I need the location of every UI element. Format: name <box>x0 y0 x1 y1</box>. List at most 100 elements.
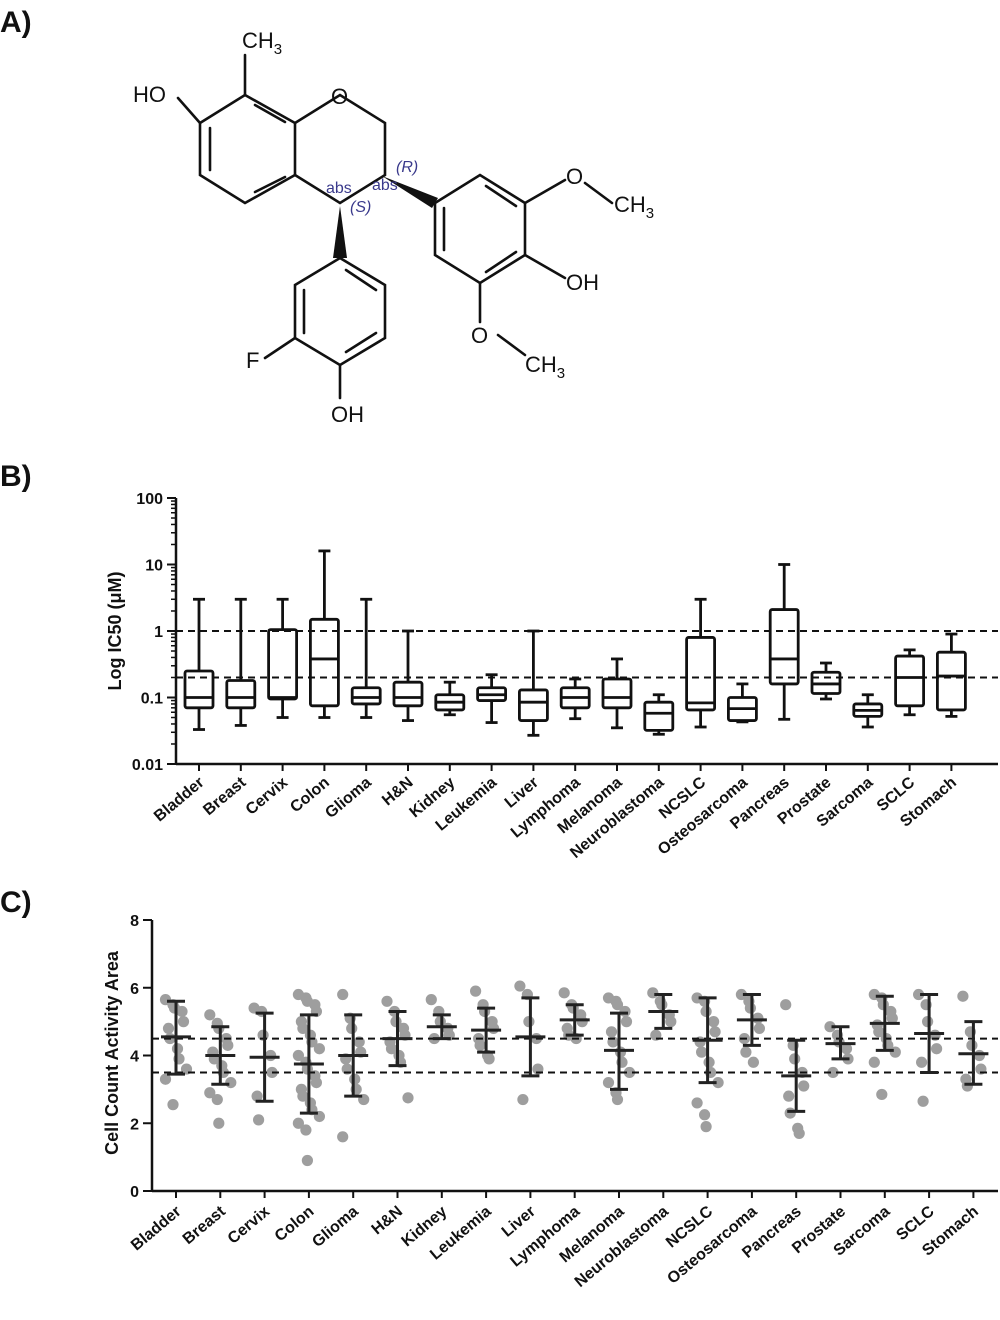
data-point-bladder <box>159 1073 172 1085</box>
data-point-liver <box>514 980 526 992</box>
mean-sd-glioma <box>338 1013 369 1198</box>
data-point-colon <box>300 1124 312 1136</box>
data-point-melanoma <box>620 1016 633 1028</box>
y-tick-label-c: 6 <box>130 981 139 998</box>
data-point-osteosarcoma <box>753 1022 766 1034</box>
data-point-ncslc <box>708 1016 720 1028</box>
atom-o-ring: O <box>331 84 348 109</box>
box-iqr <box>267 628 299 701</box>
data-point-breast <box>204 1087 216 1099</box>
atom-labels: CH3 HO O O CH3 OH O CH3 F OH abs (S) abs… <box>133 28 654 427</box>
data-point-melanoma <box>605 1026 618 1038</box>
data-point-sclc <box>931 1043 943 1055</box>
box-kidney <box>434 680 466 771</box>
data-point-handn <box>385 1043 398 1055</box>
data-point-bladder <box>176 1005 188 1018</box>
data-point-sarcoma <box>873 1026 885 1038</box>
data-point-sclc <box>916 1056 928 1068</box>
atom-o-methoxy-2: O <box>471 323 488 348</box>
data-point-colon <box>292 1049 304 1062</box>
box-stomach <box>936 632 967 771</box>
y-tick-label-b: 10 <box>145 558 163 575</box>
box-lymphoma <box>559 677 591 771</box>
box-series <box>183 549 967 771</box>
data-point-bladder <box>167 1099 179 1111</box>
data-point-handn <box>402 1092 414 1104</box>
data-point-colon <box>313 1043 325 1055</box>
box-sarcoma <box>852 693 884 771</box>
atom-oh-right: OH <box>566 270 599 295</box>
data-point-prostate <box>824 1021 836 1033</box>
benzene-ring-bottom <box>293 256 387 367</box>
mean-sd-melanoma <box>604 1011 634 1198</box>
data-point-pancreas <box>783 1090 795 1102</box>
mean-sd-pancreas <box>781 1038 812 1198</box>
box-iqr <box>685 636 716 712</box>
mean-sd-ncslc <box>692 996 723 1198</box>
box-iqr <box>936 650 967 712</box>
mean-sd-neuroblastoma <box>648 993 679 1198</box>
data-point-sarcoma <box>868 1056 880 1068</box>
benzene-ring-right <box>433 173 527 285</box>
category-label-c: H&N <box>369 1203 406 1238</box>
data-point-neuroblastoma <box>647 987 659 999</box>
data-point-bladder <box>162 1022 175 1034</box>
box-sclc <box>894 648 925 771</box>
data-point-sarcoma <box>886 1012 898 1024</box>
data-point-cervix <box>251 1090 263 1102</box>
mean-sd-handn <box>382 1009 413 1198</box>
panel-label-c: C) <box>0 886 32 919</box>
box-pancreas <box>768 563 800 771</box>
box-iqr <box>392 680 424 708</box>
data-point-pancreas <box>780 999 792 1011</box>
box-iqr <box>601 677 633 710</box>
box-iqr <box>350 686 382 706</box>
data-point-colon <box>297 1022 309 1034</box>
mean-sd-osteosarcoma <box>736 993 767 1198</box>
box-iqr <box>768 608 800 686</box>
data-point-colon <box>292 1117 304 1129</box>
data-point-lymphoma <box>576 1016 588 1028</box>
data-point-pancreas <box>798 1080 810 1092</box>
data-point-kidney <box>425 994 437 1006</box>
mean-sd-bladder <box>161 999 191 1198</box>
mean-sd-colon <box>293 1013 324 1198</box>
y-axis-label-c: Cell Count Activity Area <box>102 950 122 1155</box>
atom-ch3-top: CH3 <box>242 28 282 58</box>
box-cervix <box>267 597 299 771</box>
box-colon <box>308 549 340 771</box>
box-liver <box>518 629 549 771</box>
stereo-abs-right: abs <box>372 177 398 194</box>
y-tick-label-b: 1 <box>154 624 163 641</box>
y-tick-label-c: 4 <box>130 1049 139 1066</box>
reference-lines-c <box>152 1037 998 1074</box>
data-point-liver <box>517 1093 529 1106</box>
category-label-b: Glioma <box>322 774 375 822</box>
data-point-glioma <box>337 988 349 1001</box>
benzene-ring-left <box>198 93 297 205</box>
atom-ch3-bottom: CH3 <box>525 352 565 382</box>
y-tick-label-b: 0.1 <box>141 691 163 708</box>
box-handn <box>392 629 424 771</box>
data-point-osteosarcoma <box>735 988 748 1001</box>
data-point-breast <box>204 1009 216 1021</box>
data-point-melanoma <box>623 1066 636 1079</box>
box-neuroblastoma <box>643 693 675 771</box>
data-point-sclc <box>913 988 925 1001</box>
data-point-stomach <box>961 1080 974 1092</box>
box-iqr <box>308 617 340 708</box>
atom-o-methoxy-1: O <box>566 164 583 189</box>
box-iqr <box>643 700 675 732</box>
box-bladder <box>183 597 215 771</box>
data-point-sarcoma <box>889 1046 901 1058</box>
data-point-cervix <box>253 1114 265 1126</box>
box-breast <box>225 597 257 771</box>
category-label-b: Breast <box>200 774 250 819</box>
data-point-melanoma <box>611 1093 624 1106</box>
box-ncslc <box>685 597 716 771</box>
mean-sd-sarcoma <box>869 994 900 1198</box>
data-point-colon <box>310 1077 322 1089</box>
